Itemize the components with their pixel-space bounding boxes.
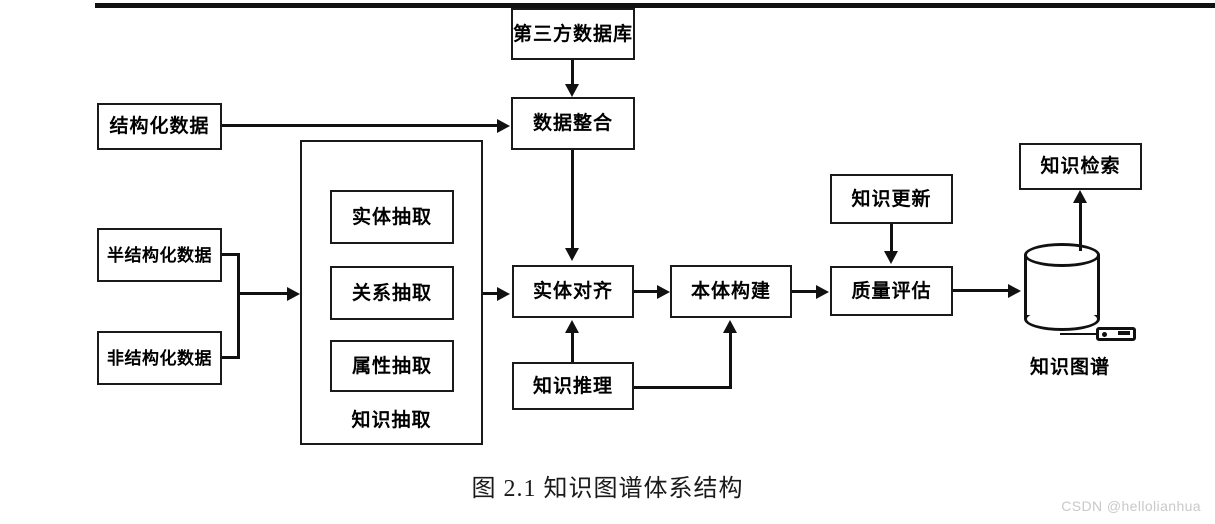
node-knowledge-reasoning: 知识推理: [512, 362, 634, 410]
edge-qualityassessment-to-knowledgegraph: [953, 289, 1009, 292]
arrowhead-into-knowledge-graph: [1008, 284, 1021, 298]
edge-thirdpartydb-to-dataintegration: [571, 60, 574, 86]
database-connector-line: [1060, 333, 1098, 335]
edge-knowledgereasoning-to-ontologyconstruction: [634, 386, 732, 389]
label-knowledge-extraction: 知识抽取: [351, 410, 432, 431]
node-semi-structured-data: 半结构化数据: [97, 228, 222, 282]
edge-ontologyconstruction-to-qualityassessment: [792, 290, 816, 293]
arrowhead-into-entity-alignment-top: [565, 248, 579, 261]
edge-knowledgeextraction-to-entityalignment: [483, 292, 498, 295]
node-attribute-extraction: 属性抽取: [330, 340, 454, 392]
database-connector-bar: [1118, 331, 1130, 335]
node-quality-assessment: 质量评估: [830, 266, 953, 316]
edge-inputs-to-knowledgeextraction: [237, 292, 293, 295]
edge-structureddata-to-dataintegration: [222, 124, 498, 127]
arrowhead-into-quality-assessment-left: [816, 285, 829, 299]
cylinder-top-ellipse: [1024, 243, 1100, 267]
node-entity-extraction: 实体抽取: [330, 190, 454, 244]
arrowhead-into-data-integration-top: [565, 84, 579, 97]
edge-entityalignment-to-ontologyconstruction: [634, 290, 658, 293]
edge-knowledgegraph-to-knowledgeretrieval: [1079, 203, 1082, 251]
node-knowledge-update: 知识更新: [830, 174, 953, 224]
arrowhead-into-quality-assessment-top: [884, 251, 898, 264]
node-data-integration: 数据整合: [511, 97, 635, 150]
page-header-rule: [95, 3, 1215, 8]
arrowhead-into-entity-alignment-bottom: [565, 320, 579, 333]
arrowhead-into-ontology-construction-bottom: [723, 320, 737, 333]
node-knowledge-graph-cylinder: [1024, 243, 1100, 331]
arrowhead-into-knowledge-retrieval-bottom: [1073, 190, 1087, 203]
node-relation-extraction: 关系抽取: [330, 266, 454, 320]
edge-input-merge-bus: [237, 253, 240, 359]
database-connector-dot: [1102, 332, 1107, 337]
edge-dataintegration-to-entityalignment: [571, 150, 574, 250]
label-knowledge-graph: 知识图谱: [1029, 357, 1110, 378]
edge-unstructured-stub: [222, 356, 240, 359]
edge-knowledgeupdate-to-qualityassessment: [890, 224, 893, 253]
node-third-party-database: 第三方数据库: [511, 8, 635, 60]
node-unstructured-data: 非结构化数据: [97, 331, 222, 385]
edge-reasoning-riser: [729, 333, 732, 388]
arrowhead-into-data-integration-left: [497, 119, 510, 133]
arrowhead-into-knowledge-extraction: [287, 287, 300, 301]
arrowhead-into-entity-alignment-left: [497, 287, 510, 301]
arrowhead-into-ontology-construction-left: [657, 285, 670, 299]
node-knowledge-retrieval: 知识检索: [1019, 143, 1142, 190]
database-connector-icon: [1096, 327, 1136, 341]
node-entity-alignment: 实体对齐: [512, 265, 634, 318]
node-ontology-construction: 本体构建: [670, 265, 792, 318]
node-structured-data: 结构化数据: [97, 103, 222, 150]
edge-knowledgereasoning-to-entityalignment: [571, 333, 574, 362]
csdn-watermark: CSDN @hellolianhua: [1061, 498, 1201, 514]
figure-caption: 图 2.1 知识图谱体系结构: [471, 476, 744, 502]
edge-semistructured-stub: [222, 253, 240, 256]
